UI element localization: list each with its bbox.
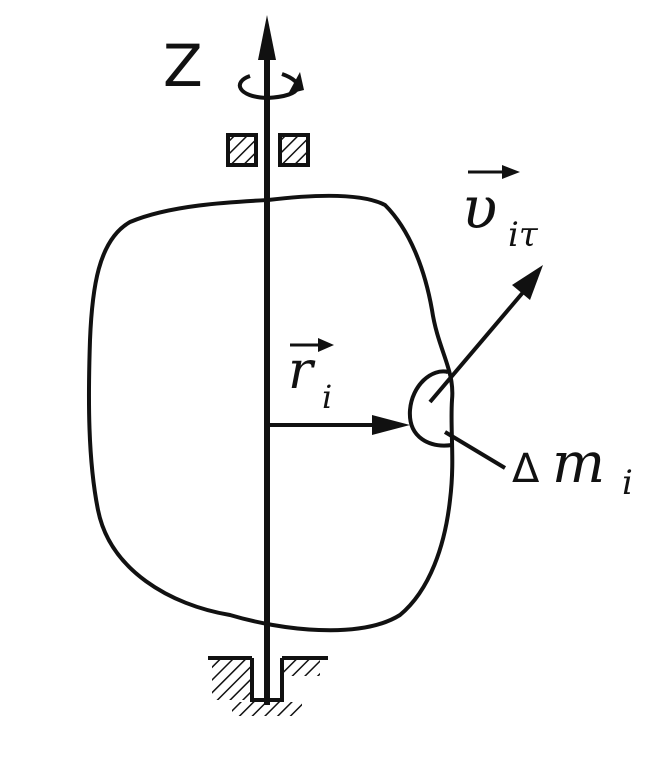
- svg-text:Δ: Δ: [512, 446, 540, 492]
- axis-label: Z: [163, 32, 203, 100]
- svg-text:υ: υ: [462, 174, 497, 242]
- upper-bearing: [226, 133, 310, 167]
- lower-bearing: [208, 656, 328, 716]
- svg-text:iτ: iτ: [508, 215, 539, 255]
- body-outline: [86, 193, 455, 633]
- velocity-label: υ iτ: [462, 165, 539, 255]
- svg-text:i: i: [622, 463, 633, 503]
- rotation-arrowhead: [288, 72, 304, 94]
- mass-leader-line: [443, 430, 507, 470]
- velocity-arrowhead: [512, 265, 543, 300]
- radius-arrowhead: [372, 415, 410, 435]
- mass-label: Δ m i: [512, 431, 633, 503]
- svg-text:m: m: [552, 431, 605, 496]
- axis-arrowhead: [258, 15, 276, 60]
- radius-label: r i: [288, 338, 334, 416]
- svg-text:r: r: [288, 341, 316, 401]
- svg-text:i: i: [322, 378, 332, 416]
- velocity-vector: [428, 288, 527, 404]
- mass-element: [407, 369, 453, 448]
